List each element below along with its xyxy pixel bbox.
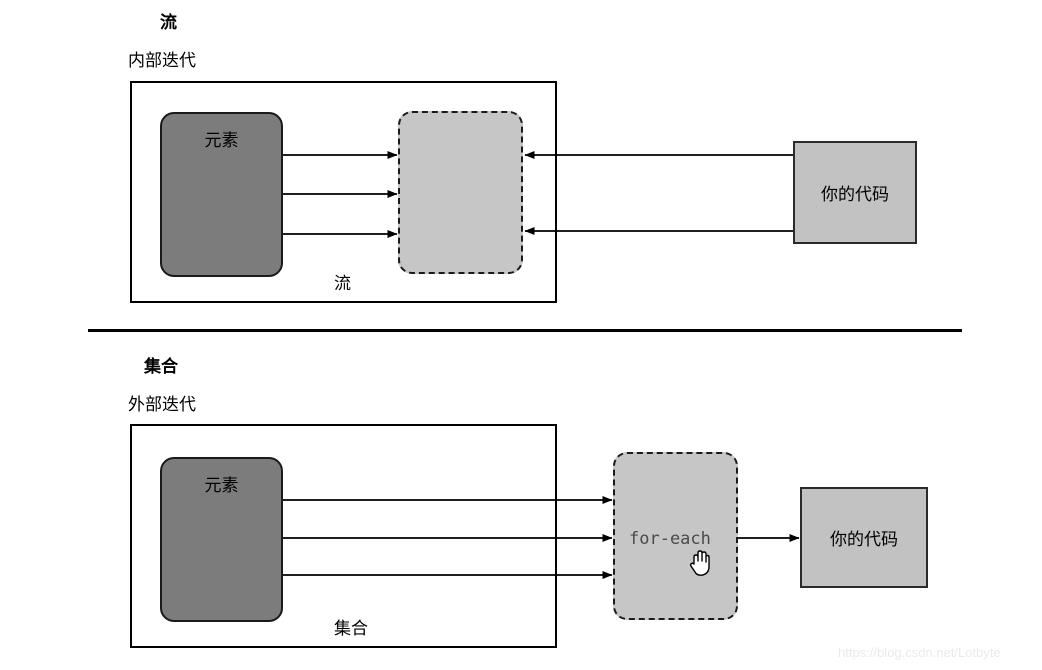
section-subheading-external: 外部迭代 (128, 395, 196, 414)
stream-process-box (398, 111, 523, 274)
section-subheading-internal: 内部迭代 (128, 51, 196, 70)
stream-container-label: 流 (334, 274, 351, 293)
foreach-process-box (613, 452, 738, 620)
foreach-label: for-each (629, 529, 711, 549)
watermark-text: https://blog.csdn.net/Lotbyte (838, 645, 1001, 660)
section-divider (88, 329, 962, 332)
elements-label-external: 元素 (204, 476, 239, 495)
section-heading-external: 集合 (144, 357, 178, 376)
section-heading-internal: 流 (160, 13, 177, 32)
your-code-box-internal: 你的代码 (793, 141, 917, 244)
elements-box-external: 元素 (160, 457, 283, 622)
elements-label-internal: 元素 (204, 131, 239, 150)
hand-cursor-icon (689, 550, 710, 576)
collection-container-label: 集合 (334, 619, 368, 638)
your-code-box-external: 你的代码 (800, 487, 928, 588)
elements-box-internal: 元素 (160, 112, 283, 277)
